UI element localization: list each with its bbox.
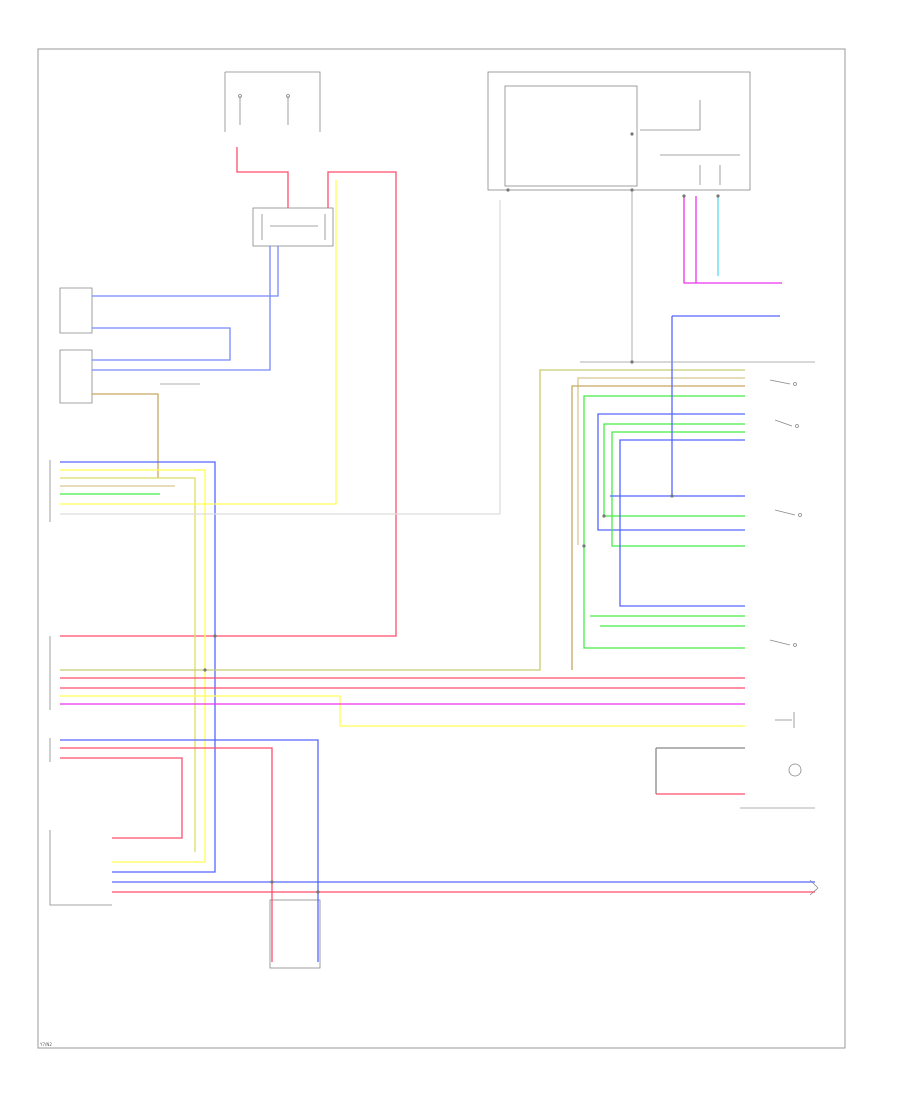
ground-wires	[160, 190, 815, 809]
wires	[60, 147, 815, 962]
left-modules	[49, 287, 321, 969]
diagram-border	[37, 48, 846, 1049]
fuse-box-left	[224, 71, 321, 132]
footer-code: Y7/N2	[39, 1042, 52, 1047]
fuse-box-right	[487, 71, 751, 191]
splice-points	[203, 132, 720, 894]
relay-box	[252, 207, 334, 247]
switch-symbols	[769, 379, 819, 896]
